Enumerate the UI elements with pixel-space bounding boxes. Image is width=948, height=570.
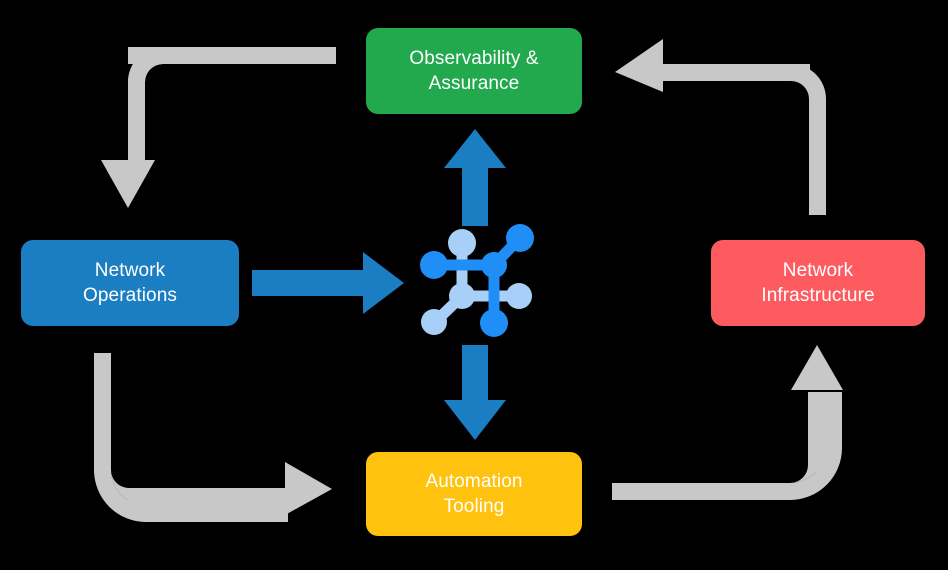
- node-operations-label-line1: Network: [94, 259, 166, 281]
- arrow-infrastructure-to-observability: [615, 39, 826, 215]
- node-infrastructure-label-line2: Infrastructure: [761, 285, 875, 306]
- topology-node-bottomleft-light: [421, 309, 447, 335]
- node-network-operations[interactable]: Network Operations: [21, 240, 239, 326]
- arrow-observability-to-operations: [101, 47, 336, 208]
- node-observability-label-line1: Observability &: [409, 47, 539, 69]
- topology-node-top-light: [448, 229, 476, 257]
- topology-node-left-dark: [420, 251, 448, 279]
- arrow-operations-to-center: [252, 252, 404, 314]
- topology-node-bottom-dark: [480, 309, 508, 337]
- node-operations-label-line2: Operations: [83, 285, 177, 306]
- topology-node-right-light: [506, 283, 532, 309]
- network-topology-icon: [420, 224, 534, 337]
- topology-node-topright-dark: [506, 224, 534, 252]
- node-observability-label-line2: Assurance: [428, 73, 520, 94]
- topology-node-mid-light: [449, 283, 475, 309]
- arrow-center-to-automation: [444, 345, 506, 440]
- node-automation-tooling[interactable]: Automation Tooling: [366, 452, 582, 536]
- arrow-center-to-observability: [444, 129, 506, 226]
- arrow-automation-to-infrastructure: [612, 345, 843, 500]
- node-infrastructure-label-line1: Network: [782, 259, 854, 281]
- node-network-infrastructure[interactable]: Network Infrastructure: [711, 240, 925, 326]
- topology-node-center-dark: [481, 252, 507, 278]
- node-automation-label-line2: Tooling: [443, 496, 505, 517]
- arrow-operations-to-automation: [94, 353, 332, 522]
- node-automation-label-line1: Automation: [425, 470, 523, 492]
- node-observability-assurance[interactable]: Observability & Assurance: [366, 28, 582, 114]
